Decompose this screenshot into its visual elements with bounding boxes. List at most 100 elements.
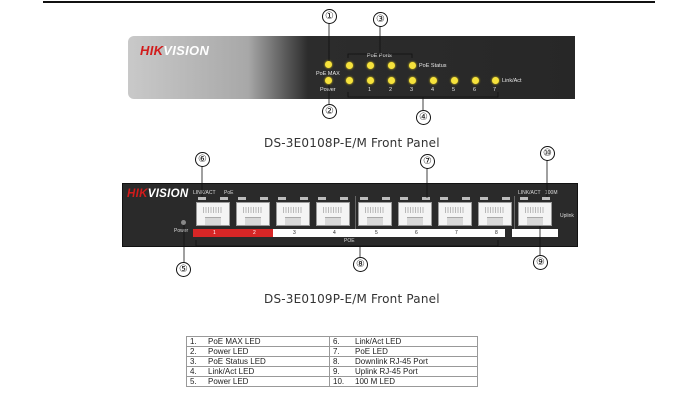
legend-label: PoE LED	[352, 346, 478, 357]
legend-row: 1. PoE MAX LED 6. Link/Act LED	[186, 336, 478, 347]
brand-logo-part1: HIK	[127, 188, 148, 200]
poe-led-p5	[382, 197, 390, 200]
poe-status-label: PoE Status	[419, 63, 447, 69]
uplink-label: Uplink	[560, 213, 574, 219]
poe-red-segment	[193, 229, 273, 237]
callout-5: ⑤	[176, 262, 191, 277]
link-act-label: Link/Act	[502, 78, 522, 84]
poe-bar-number-1: 1	[213, 230, 216, 236]
poe-bar-label: POE	[344, 238, 355, 244]
port-number-2: 2	[389, 87, 393, 93]
legend-table: 1. PoE MAX LED 6. Link/Act LED 2. Power …	[186, 336, 478, 387]
legend-label: Uplink RJ-45 Port	[352, 366, 478, 377]
link-act-led-4	[409, 77, 416, 84]
port-group-divider	[355, 196, 356, 232]
legend-row: 2. Power LED 7. PoE LED	[186, 346, 478, 357]
device2-caption: DS-3E0109P-E/M Front Panel	[264, 292, 440, 306]
rj45-port-3	[276, 202, 310, 226]
poe-port-number-bar	[193, 229, 505, 237]
link-act-led-2	[367, 77, 374, 84]
poe-label-2: PoE	[224, 190, 234, 196]
link-act-label-2: LINK/ACT	[193, 190, 216, 196]
legend-row: 3. PoE Status LED 8. Downlink RJ-45 Port	[186, 356, 478, 367]
link-act-led-1	[346, 77, 353, 84]
legend-label: PoE MAX LED	[205, 336, 330, 347]
legend-label: 100 M LED	[352, 376, 478, 387]
link-act-led-3	[388, 77, 395, 84]
legend-row: 4. Link/Act LED 9. Uplink RJ-45 Port	[186, 366, 478, 377]
uplink-link-act-label: LINK/ACT	[518, 190, 541, 196]
port-number-3: 3	[410, 87, 414, 93]
legend-number: 5.	[186, 376, 205, 387]
callout-4: ④	[416, 110, 431, 125]
rj45-port-4	[316, 202, 350, 226]
link-act-led-p4	[318, 197, 326, 200]
poe-bar-number-4: 4	[333, 230, 336, 236]
link-act-led-p6	[400, 197, 408, 200]
link-act-led-p1	[198, 197, 206, 200]
rj45-port-1	[196, 202, 230, 226]
rj45-uplink-port	[518, 202, 552, 226]
link-act-led-p2	[238, 197, 246, 200]
legend-number: 6.	[329, 336, 352, 347]
callout-6: ⑥	[195, 152, 210, 167]
poe-bar-number-5: 5	[375, 230, 378, 236]
callout-7: ⑦	[420, 154, 435, 169]
legend-number: 10.	[329, 376, 352, 387]
legend-number: 4.	[186, 366, 205, 377]
legend-label: Downlink RJ-45 Port	[352, 356, 478, 367]
legend-label: Power LED	[205, 376, 330, 387]
rj45-port-8	[478, 202, 512, 226]
rj45-port-6	[398, 202, 432, 226]
callout-8: ⑧	[353, 257, 368, 272]
link-act-led-p8	[480, 197, 488, 200]
poe-bar-number-7: 7	[455, 230, 458, 236]
poe-led-p8	[502, 197, 510, 200]
callout-10: ⑩	[540, 146, 555, 161]
uplink-100m-led	[542, 197, 550, 200]
legend-label: Link/Act LED	[352, 336, 478, 347]
power-led	[325, 77, 332, 84]
brand-logo-part1: HIK	[140, 43, 164, 58]
rj45-port-2	[236, 202, 270, 226]
legend-number: 8.	[329, 356, 352, 367]
hikvision-logo: HIKVISION	[140, 43, 209, 58]
port-number-4: 4	[431, 87, 435, 93]
link-act-led-p3	[278, 197, 286, 200]
poe-led-p7	[462, 197, 470, 200]
poe-led-p3	[300, 197, 308, 200]
callout-9: ⑨	[533, 255, 548, 270]
power-label-2: Power	[174, 228, 189, 234]
uplink-link-act-led	[520, 197, 528, 200]
poe-status-led-3	[388, 62, 395, 69]
legend-number: 7.	[329, 346, 352, 357]
callout-2: ②	[322, 104, 337, 119]
legend-number: 2.	[186, 346, 205, 357]
poe-led-p1	[220, 197, 228, 200]
uplink-divider	[514, 196, 515, 232]
port-number-7: 7	[493, 87, 497, 93]
uplink-number-bar	[512, 229, 558, 237]
power-led-2	[181, 220, 186, 225]
device1-caption: DS-3E0108P-E/M Front Panel	[264, 136, 440, 150]
link-act-led-uplink	[492, 77, 499, 84]
callout-1: ①	[322, 9, 337, 24]
rj45-port-5	[358, 202, 392, 226]
poe-bar-number-6: 6	[415, 230, 418, 236]
legend-number: 1.	[186, 336, 205, 347]
poe-ports-label: PoE Ports	[367, 53, 392, 59]
legend-label: Link/Act LED	[205, 366, 330, 377]
legend-label: PoE Status LED	[205, 356, 330, 367]
port-number-1: 1	[368, 87, 372, 93]
top-divider	[43, 1, 655, 3]
port-number-6: 6	[473, 87, 477, 93]
speed-100m-label: 100M	[545, 190, 558, 196]
link-act-led-5	[430, 77, 437, 84]
brand-logo-part2: VISION	[147, 188, 189, 200]
legend-row: 5. Power LED 10. 100 M LED	[186, 376, 478, 387]
poe-led-p6	[422, 197, 430, 200]
poe-bar-number-2: 2	[253, 230, 256, 236]
poe-max-label: PoE MAX	[316, 71, 340, 77]
callout-3: ③	[373, 12, 388, 27]
